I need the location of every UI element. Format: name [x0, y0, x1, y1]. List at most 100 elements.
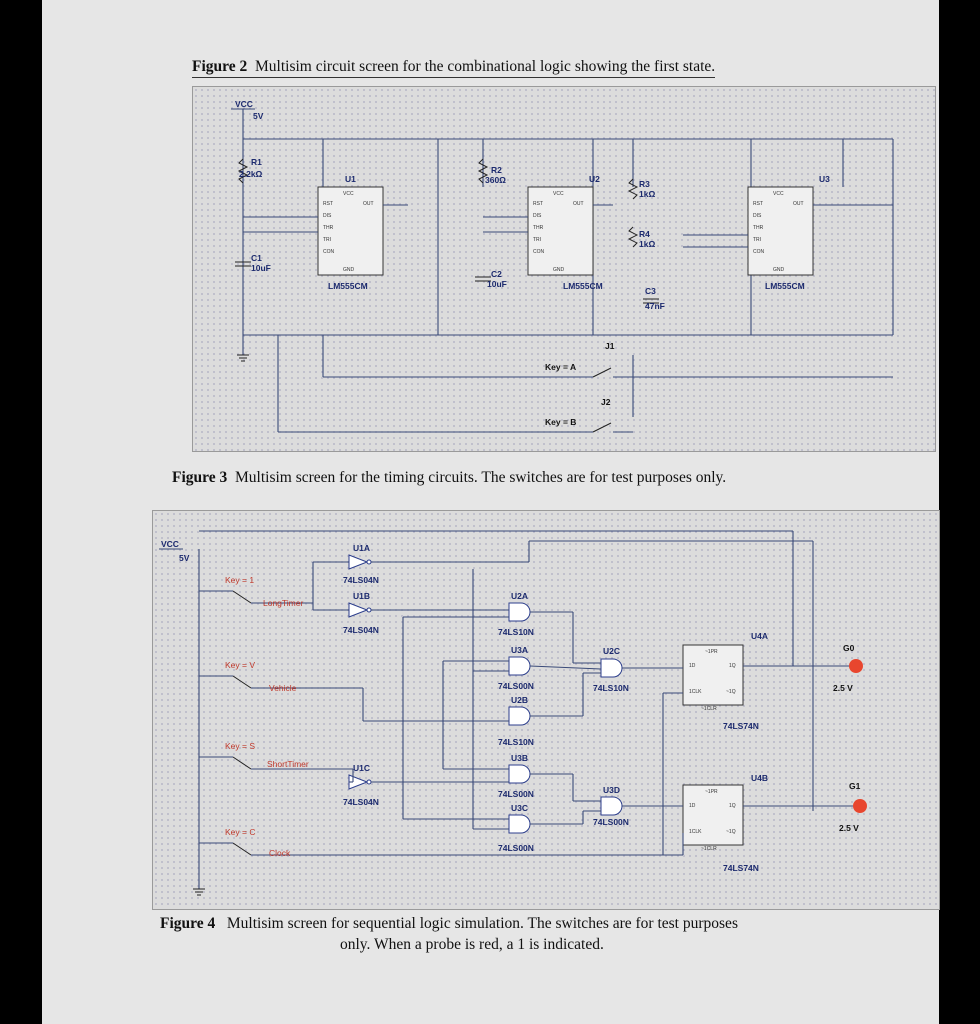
- svg-text:VCC: VCC: [343, 191, 354, 197]
- svg-text:1D: 1D: [689, 803, 696, 809]
- svg-text:Clock: Clock: [269, 848, 291, 858]
- svg-text:U3A: U3A: [511, 645, 528, 655]
- gate-u2b: U2B 74LS10N: [498, 695, 534, 747]
- svg-text:U3B: U3B: [511, 753, 528, 763]
- figure-2-label: Figure 2: [192, 58, 248, 75]
- svg-text:U2A: U2A: [511, 591, 528, 601]
- figure-4-schematic: VCC 5V Key = 1 LongTimer Key = V Vehicle: [152, 510, 940, 910]
- vcc-value: 5V: [253, 111, 264, 121]
- svg-text:Vehicle: Vehicle: [269, 683, 297, 693]
- inverter-u1b: U1B 74LS04N: [343, 591, 379, 635]
- document-page: Figure 2 Multisim circuit screen for the…: [42, 0, 940, 1024]
- switch-longtimer: Key = 1 LongTimer: [199, 575, 313, 608]
- u1-part: LM555CM: [328, 281, 368, 291]
- svg-text:THR: THR: [753, 225, 764, 231]
- svg-text:U1A: U1A: [353, 543, 370, 553]
- svg-text:1CLK: 1CLK: [689, 829, 702, 835]
- timing-circuit-svg: VCC 5V: [231, 99, 894, 433]
- svg-text:74LS00N: 74LS00N: [498, 681, 534, 691]
- svg-text:RST: RST: [753, 201, 763, 207]
- svg-text:RST: RST: [323, 201, 333, 207]
- figure-3-caption: Figure 3 Multisim screen for the timing …: [172, 469, 726, 487]
- c1-value: 10uF: [251, 263, 271, 273]
- u3-ref: U3: [819, 174, 830, 184]
- gate-u2c: U2C 74LS10N: [593, 646, 629, 693]
- j1-ref: J1: [605, 341, 615, 351]
- svg-text:VCC: VCC: [773, 191, 784, 197]
- svg-text:Key = S: Key = S: [225, 741, 255, 751]
- svg-text:G0: G0: [843, 643, 855, 653]
- svg-text:RST: RST: [533, 201, 543, 207]
- u3-part: LM555CM: [765, 281, 805, 291]
- svg-text:~1CLR: ~1CLR: [701, 706, 717, 712]
- c1-ref: C1: [251, 253, 262, 263]
- r2-ref: R2: [491, 165, 502, 175]
- figure-4-text-line2: only. When a probe is red, a 1 is indica…: [340, 936, 604, 953]
- figure-4-caption-line2: only. When a probe is red, a 1 is indica…: [340, 936, 604, 954]
- vcc-value-fig4: 5V: [179, 553, 190, 563]
- probe-g0: G0 2.5 V: [743, 643, 863, 693]
- c3-value: 47nF: [645, 301, 665, 311]
- svg-text:VCC: VCC: [553, 191, 564, 197]
- svg-text:CON: CON: [533, 249, 545, 255]
- probe-g1: G1 2.5 V: [743, 781, 867, 833]
- svg-text:74LS00N: 74LS00N: [593, 817, 629, 827]
- svg-text:OUT: OUT: [363, 201, 374, 207]
- svg-text:1Q: 1Q: [729, 803, 736, 809]
- figure-4-label: Figure 4: [160, 915, 216, 932]
- svg-text:GND: GND: [343, 267, 355, 273]
- svg-text:G1: G1: [849, 781, 861, 791]
- c3-ref: C3: [645, 286, 656, 296]
- r2-value: 360Ω: [485, 175, 506, 185]
- svg-text:74LS74N: 74LS74N: [723, 863, 759, 873]
- r3-value: 1kΩ: [639, 189, 655, 199]
- timer-u2: VCC RST OUT DIS THR TRI CON GND: [527, 186, 594, 276]
- svg-text:Key = V: Key = V: [225, 660, 255, 670]
- svg-text:U3C: U3C: [511, 803, 528, 813]
- vcc-label: VCC: [235, 99, 253, 109]
- gate-u3a: U3A 74LS00N: [498, 645, 534, 691]
- svg-text:1Q: 1Q: [729, 663, 736, 669]
- svg-text:74LS04N: 74LS04N: [343, 575, 379, 585]
- c2-value: 10uF: [487, 279, 507, 289]
- svg-text:OUT: OUT: [573, 201, 584, 207]
- figure-3-text: Multisim screen for the timing circuits.…: [235, 469, 727, 486]
- r3-ref: R3: [639, 179, 650, 189]
- r4-value: 1kΩ: [639, 239, 655, 249]
- figure-4-text-line1: Multisim screen for sequential logic sim…: [226, 915, 738, 932]
- switch-vehicle: Key = V Vehicle: [199, 660, 363, 693]
- svg-text:U2C: U2C: [603, 646, 620, 656]
- r1-ref: R1: [251, 157, 262, 167]
- svg-text:1CLK: 1CLK: [689, 689, 702, 695]
- svg-text:74LS00N: 74LS00N: [498, 843, 534, 853]
- switch-clock: Key = C Clock: [199, 827, 683, 858]
- j1-key: Key = A: [545, 362, 576, 372]
- svg-text:THR: THR: [323, 225, 334, 231]
- svg-text:GND: GND: [773, 267, 785, 273]
- svg-text:Key = C: Key = C: [225, 827, 255, 837]
- svg-text:U3D: U3D: [603, 785, 620, 795]
- svg-text:74LS04N: 74LS04N: [343, 797, 379, 807]
- svg-text:U1C: U1C: [353, 763, 370, 773]
- gate-u2a: U2A 74LS10N: [498, 591, 534, 637]
- svg-text:1D: 1D: [689, 663, 696, 669]
- u2-part: LM555CM: [563, 281, 603, 291]
- svg-text:74LS10N: 74LS10N: [593, 683, 629, 693]
- figure-3-label: Figure 3: [172, 469, 228, 486]
- u2-ref: U2: [589, 174, 600, 184]
- timer-u3: VCC RST OUT DIS THR TRI CON GND: [747, 186, 814, 276]
- svg-text:74LS74N: 74LS74N: [723, 721, 759, 731]
- svg-text:DIS: DIS: [533, 213, 542, 219]
- svg-text:2.5 V: 2.5 V: [839, 823, 859, 833]
- svg-text:74LS00N: 74LS00N: [498, 789, 534, 799]
- svg-text:U2B: U2B: [511, 695, 528, 705]
- svg-text:U4A: U4A: [751, 631, 768, 641]
- svg-text:ShortTimer: ShortTimer: [267, 759, 309, 769]
- j2-key: Key = B: [545, 417, 576, 427]
- gate-u3b: U3B 74LS00N: [498, 753, 534, 799]
- gate-u3d: U3D 74LS00N: [593, 785, 629, 827]
- svg-text:LongTimer: LongTimer: [263, 598, 303, 608]
- figure-2-text: Multisim circuit screen for the combinat…: [255, 58, 716, 75]
- svg-text:U4B: U4B: [751, 773, 768, 783]
- r4-ref: R4: [639, 229, 650, 239]
